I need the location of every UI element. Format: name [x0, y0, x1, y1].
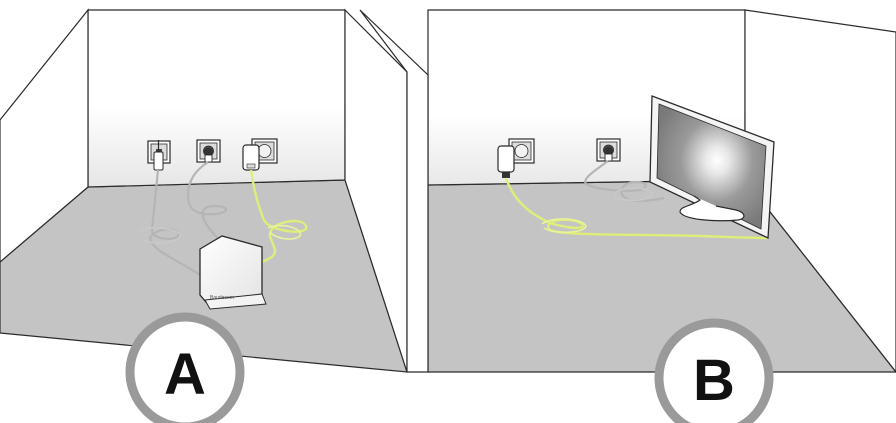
television-icon: [649, 95, 775, 239]
television-stand: [679, 195, 745, 222]
router-icon: Baudecom: [199, 235, 267, 310]
phone-cable-coil: [139, 226, 181, 244]
coax-plug-icon: [153, 140, 164, 171]
powerline-cable-b-coil: [541, 218, 587, 234]
room-b-right-wall: [744, 9, 896, 373]
television-screen: [656, 103, 767, 230]
room-a-label-badge: A: [125, 312, 245, 423]
phone-plug-icon: [204, 147, 213, 163]
power-outlet-icon: [251, 138, 278, 164]
phone-cable: [186, 161, 228, 243]
room-b-left-partition: [359, 9, 429, 373]
room-a-left-wall: [0, 8, 89, 263]
powerline-adapter-b-icon: [497, 145, 515, 178]
room-b: B: [359, 9, 896, 423]
antenna-cable-coil: [613, 187, 653, 202]
room-a: Baudecom A: [0, 8, 408, 423]
powerline-cable-b: [504, 177, 769, 240]
room-b-label-badge: B: [654, 318, 774, 423]
room-b-label: B: [693, 348, 735, 413]
powerline-cable-a: [249, 169, 308, 264]
antenna-plug-icon: [604, 146, 613, 162]
coax-cable: [148, 169, 215, 285]
room-a-label: A: [164, 342, 206, 407]
router-brand-label: Baudecom: [210, 295, 234, 301]
powerline-cable-a-coil: [267, 224, 302, 240]
powerline-adapter-a-icon: [242, 144, 260, 171]
